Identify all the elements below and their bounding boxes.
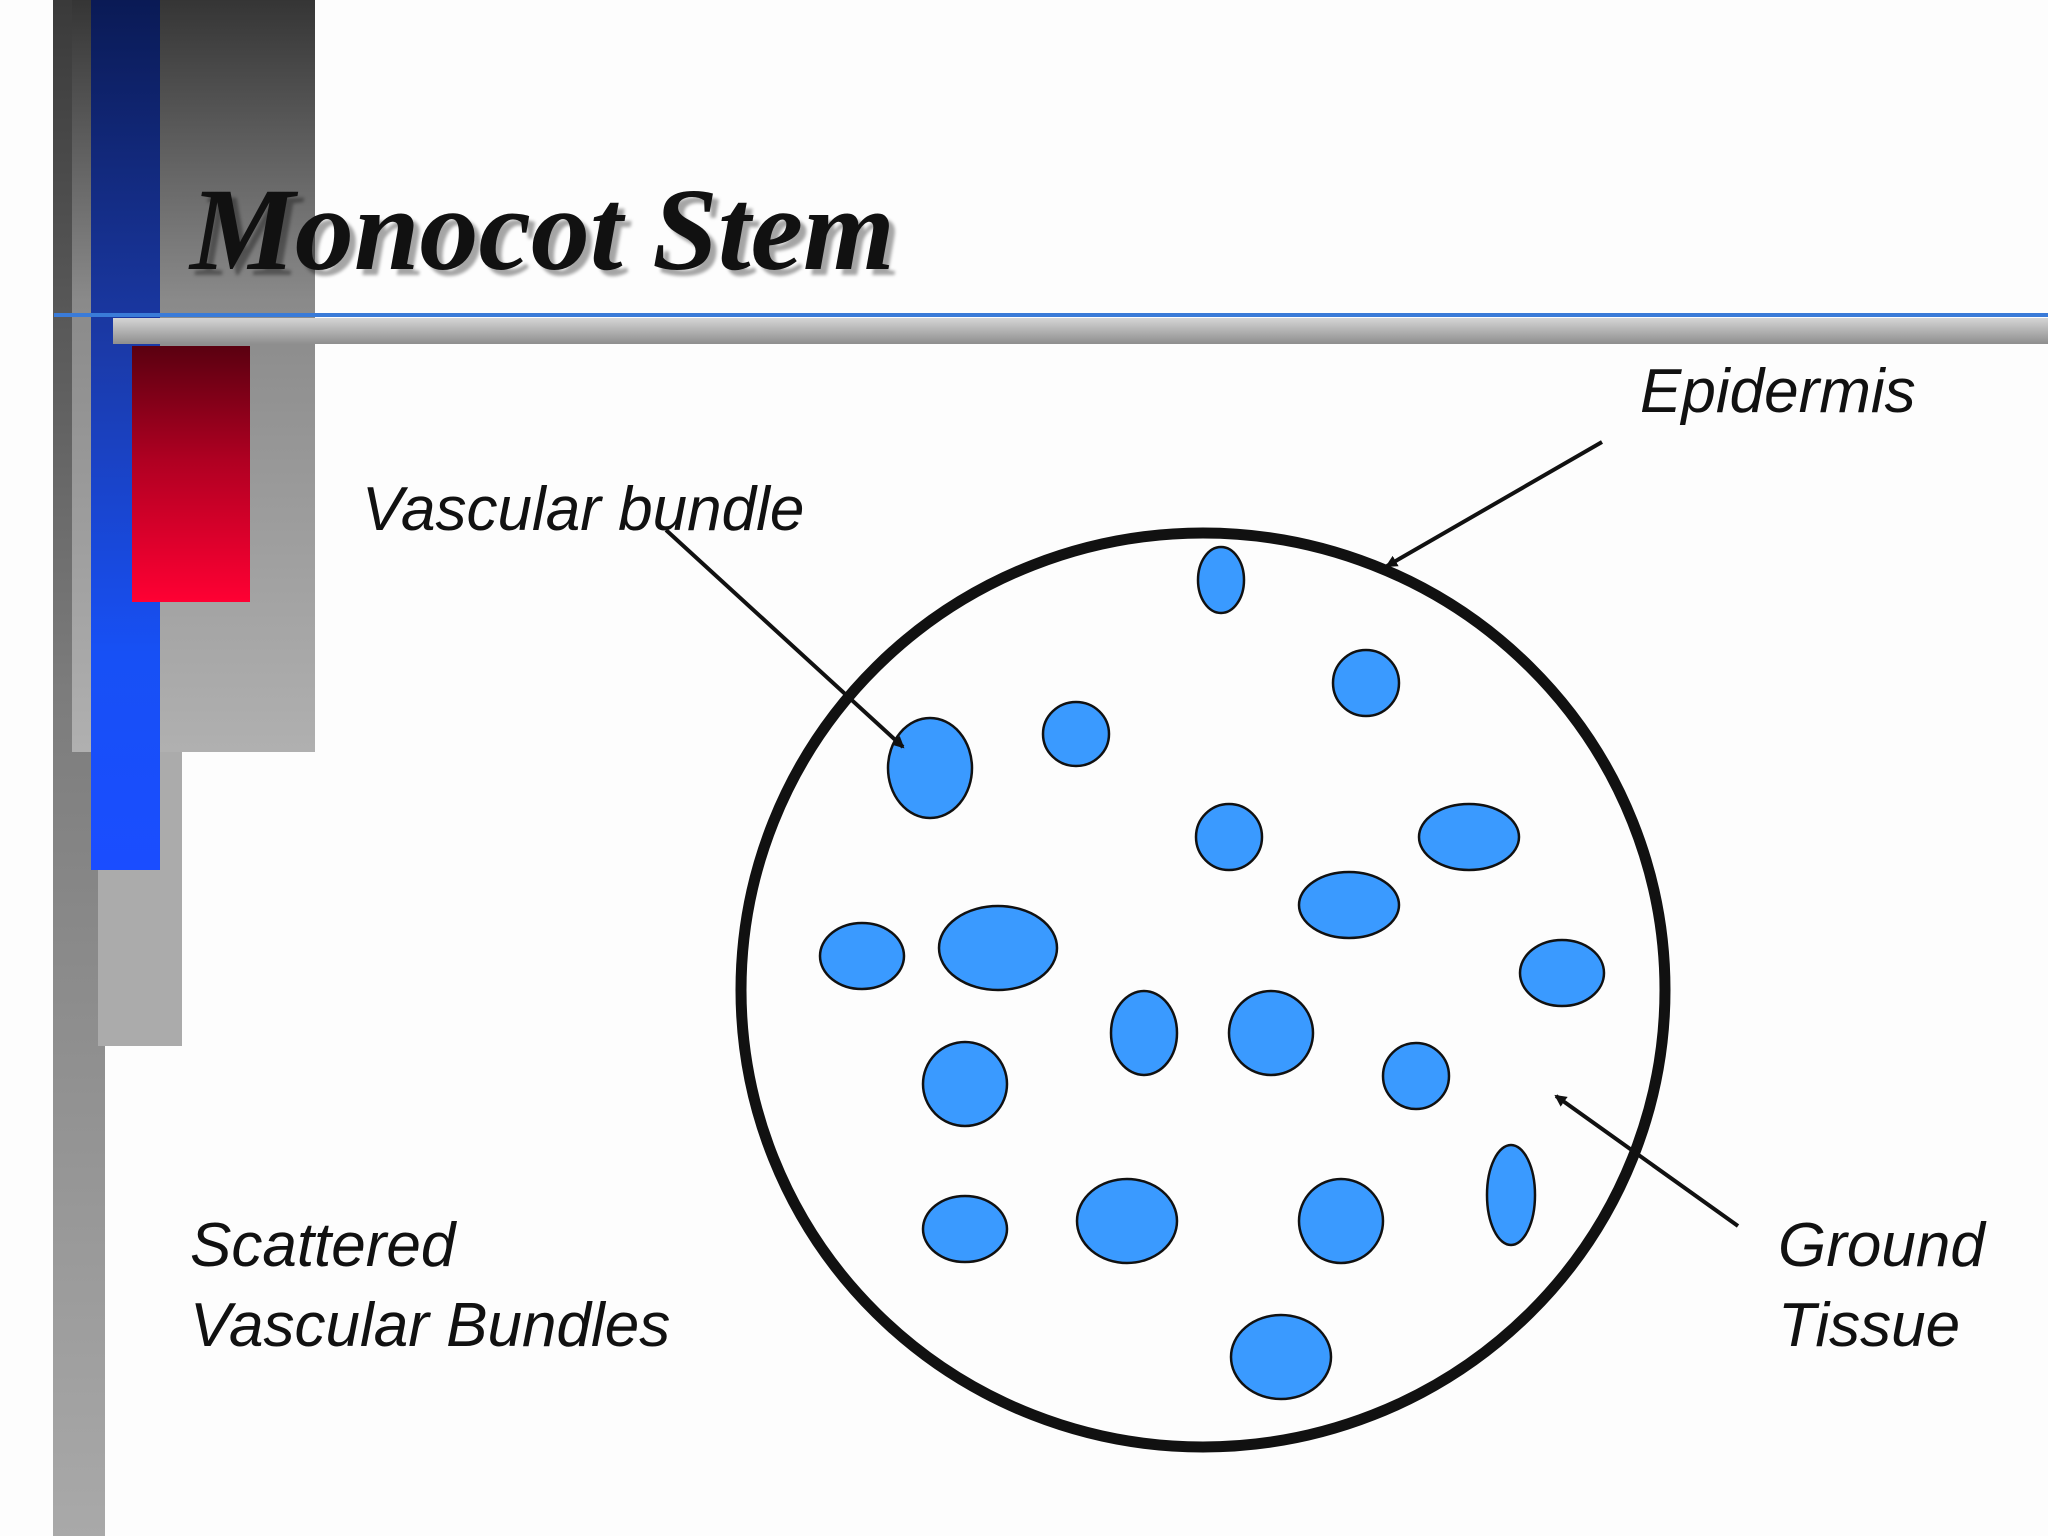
scattered-label-line1: Scattered — [190, 1211, 456, 1280]
vascular-bundle — [1227, 989, 1315, 1077]
vascular-bundle — [1518, 938, 1606, 1008]
decorative-red-block — [132, 346, 250, 602]
vascular-bundle — [921, 1194, 1009, 1264]
slide-title: Monocot Stem — [190, 164, 895, 295]
vascular-bundle — [1194, 802, 1264, 872]
ground-label-line2: Tissue — [1778, 1291, 1961, 1360]
vascular-bundle-label: Vascular bundle — [362, 475, 805, 544]
stem-epidermis-outline — [735, 527, 1671, 1453]
vascular-bundle — [921, 1040, 1009, 1128]
title-underline-gray — [113, 318, 2048, 344]
vascular-bundle — [1075, 1177, 1179, 1265]
vascular-bundle — [886, 716, 974, 820]
ground-label-line1: Ground — [1778, 1211, 1985, 1280]
vascular-bundle — [1485, 1143, 1537, 1247]
title-underline-blue — [54, 313, 2048, 317]
vascular-bundle — [1109, 989, 1179, 1077]
scattered-label-line2: Vascular Bundles — [190, 1291, 671, 1360]
vascular-bundle — [1331, 648, 1401, 718]
vascular-bundle-pointer-arrow — [664, 528, 905, 749]
vascular-bundle — [1229, 1313, 1333, 1401]
vascular-bundles — [818, 545, 1606, 1401]
epidermis-label: Epidermis — [1640, 357, 1916, 426]
scattered-bundles-label: Scattered Vascular Bundles — [190, 1206, 670, 1366]
vascular-bundle — [937, 904, 1059, 992]
vascular-bundle — [1381, 1041, 1451, 1111]
vascular-bundle — [1297, 870, 1401, 940]
vascular-bundle — [1417, 802, 1521, 872]
ground-tissue-label: Ground Tissue — [1778, 1206, 1985, 1366]
vascular-bundle — [1297, 1177, 1385, 1265]
vascular-bundle — [1196, 545, 1246, 615]
vascular-bundle — [818, 921, 906, 991]
vascular-bundle — [1041, 700, 1111, 768]
ground-tissue-pointer-arrow — [1554, 1094, 1740, 1228]
epidermis-pointer-arrow — [1385, 440, 1603, 568]
